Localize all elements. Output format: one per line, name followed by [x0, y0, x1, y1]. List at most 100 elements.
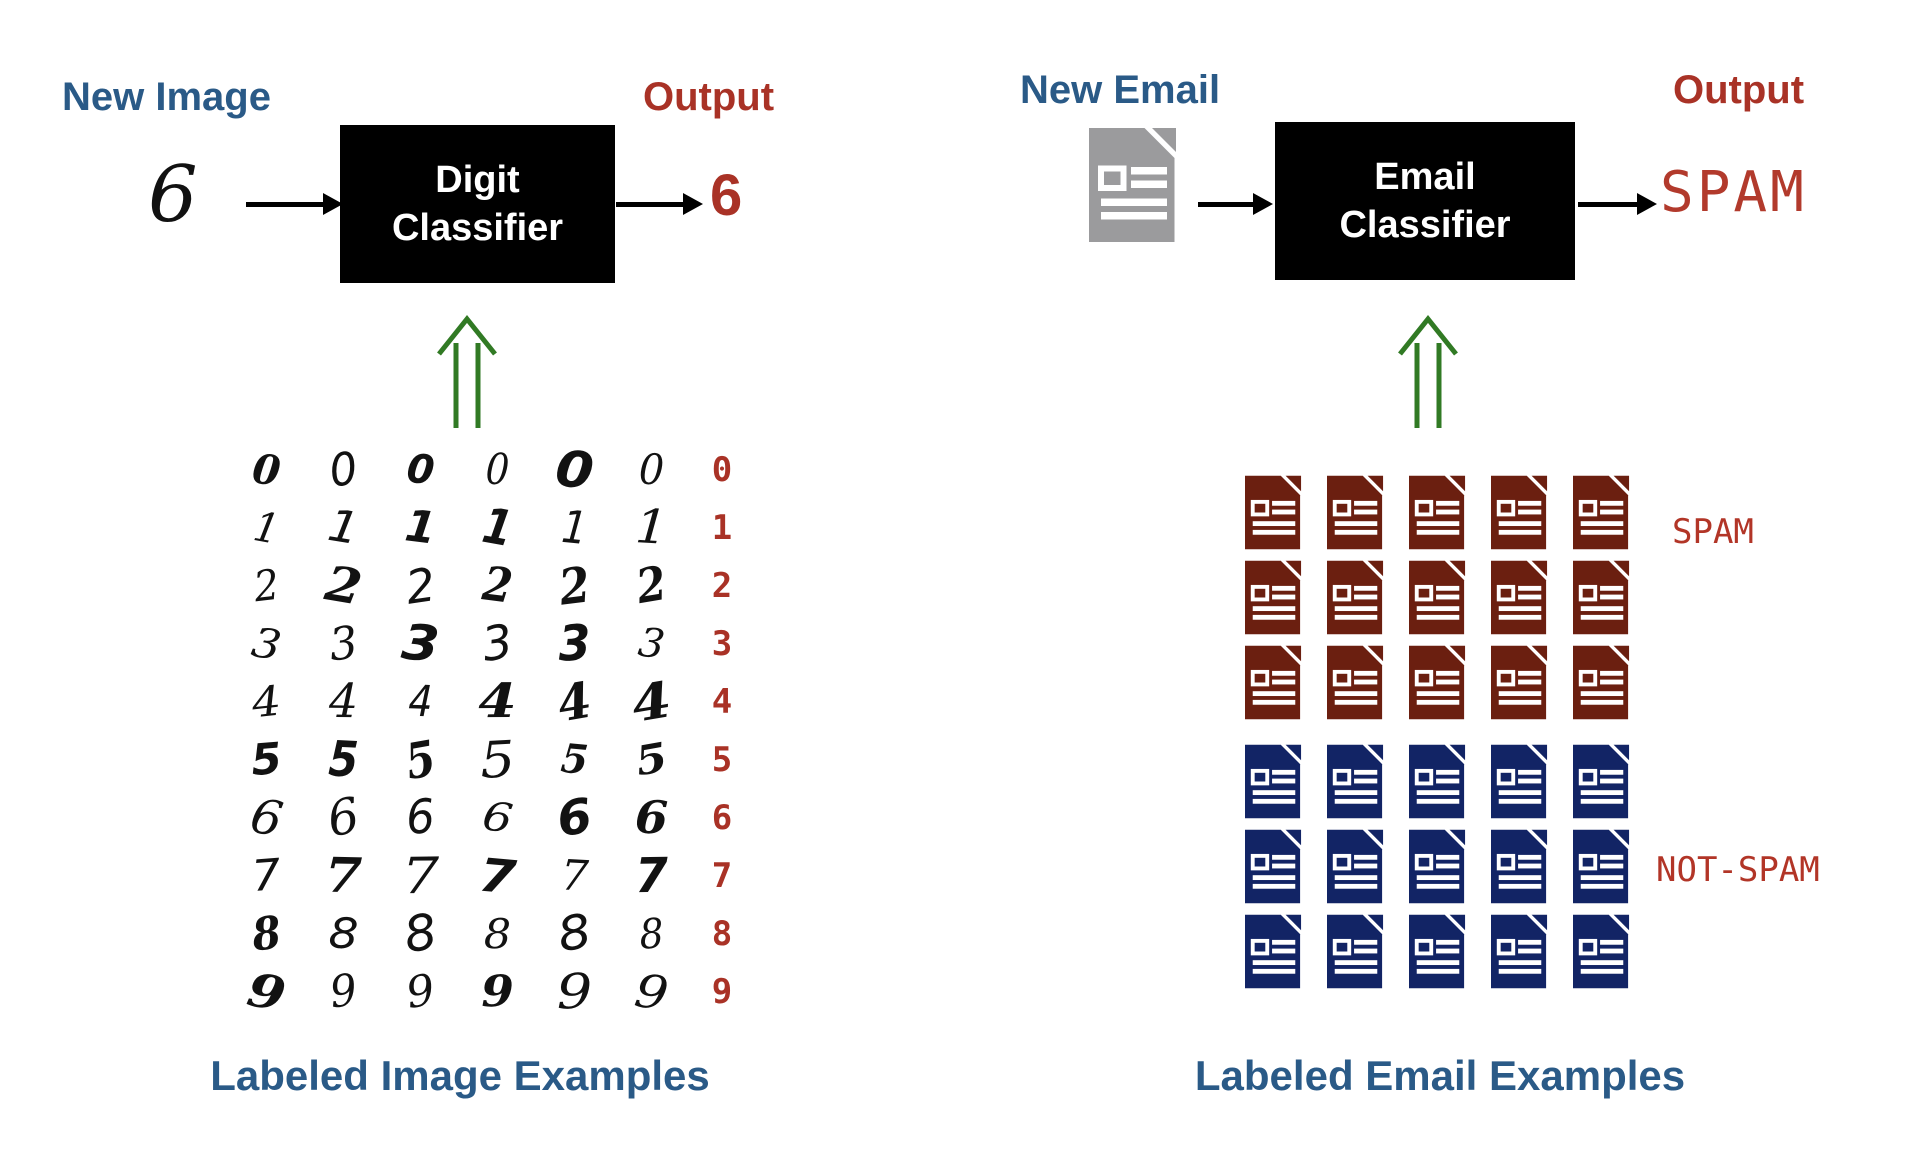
handwritten-digit-sample: 5: [327, 730, 360, 789]
document-icon: [1245, 475, 1302, 550]
handwritten-digit-sample: 1: [478, 496, 517, 559]
email-icon-row: [1245, 744, 1631, 819]
labeled-email-item: [1409, 645, 1467, 720]
handwritten-digit-sample: 6: [404, 789, 437, 847]
handwritten-digit-sample: 3: [557, 614, 592, 673]
new-email-label: New Email: [1020, 68, 1221, 112]
handwritten-digit-sample: 0: [552, 439, 597, 501]
handwritten-digit-sample: 0: [638, 444, 665, 495]
labeled-email-item: [1491, 744, 1549, 819]
not-spam-email-grid: [1245, 744, 1631, 989]
handwritten-digit-sample: 7: [250, 849, 283, 903]
document-icon: [1573, 829, 1630, 904]
document-icon: [1409, 560, 1466, 635]
handwritten-digit-sample: 8: [483, 909, 512, 959]
document-icon: [1573, 744, 1630, 819]
labeled-email-item: [1245, 914, 1303, 989]
handwritten-digit-sample: 3: [326, 615, 361, 672]
document-icon: [1245, 744, 1302, 819]
labeled-email-item: [1491, 645, 1549, 720]
handwritten-digit-sample: 0: [484, 444, 511, 496]
handwritten-digit-sample: 2: [479, 556, 516, 615]
not-spam-class-label: NOT-SPAM: [1656, 850, 1820, 890]
handwritten-digit-sample: 6: [634, 790, 669, 845]
labeled-email-item: [1573, 560, 1631, 635]
labeled-email-item: [1327, 645, 1385, 720]
handwritten-digit-sample: 6: [323, 786, 364, 849]
labeled-email-item: [1409, 914, 1467, 989]
digit-class-label: 0: [711, 450, 733, 490]
labeled-email-item: [1573, 475, 1631, 550]
handwritten-digit-sample: 4: [407, 676, 434, 728]
labeled-email-item: [1245, 744, 1303, 819]
labeled-email-item: [1491, 829, 1549, 904]
handwritten-digit-sample: 9: [402, 965, 439, 1019]
labeled-email-item: [1491, 475, 1549, 550]
labeled-email-item: [1409, 744, 1467, 819]
labeled-email-item: [1491, 914, 1549, 989]
digit-classifier-title-line2: Classifier: [391, 207, 564, 249]
handwritten-digit-sample: 4: [553, 670, 596, 734]
arrow-right-icon: [1198, 193, 1273, 215]
digit-classifier-box: Digit Classifier: [340, 125, 615, 283]
document-icon: [1327, 829, 1384, 904]
labeled-email-item: [1245, 829, 1303, 904]
email-classifier-title-line1: Email: [1374, 156, 1476, 198]
digit-class-label: 9: [711, 972, 733, 1012]
labeled-email-item: [1245, 645, 1303, 720]
document-icon: [1089, 128, 1176, 242]
handwritten-digit-sample: 6: [479, 793, 516, 843]
arrow-right-icon: [246, 193, 343, 215]
document-icon: [1409, 829, 1466, 904]
digit-class-label: 2: [711, 566, 733, 606]
arrow-right-icon: [616, 193, 703, 215]
handwritten-digit-sample: 8: [553, 903, 596, 964]
labeled-email-item: [1409, 560, 1467, 635]
email-icon-row: [1245, 829, 1631, 904]
document-icon: [1573, 475, 1630, 550]
spam-email-grid: [1245, 475, 1631, 720]
handwritten-digit-sample: 6: [245, 787, 287, 849]
document-icon: [1409, 744, 1466, 819]
handwritten-digit-sample: 8: [327, 908, 360, 959]
labeled-email-item: [1573, 744, 1631, 819]
document-icon: [1491, 645, 1548, 720]
digit-class-label: 1: [711, 508, 733, 548]
up-arrow-icon: [437, 314, 497, 428]
handwritten-digit-sample: 0: [404, 445, 437, 495]
document-icon: [1491, 560, 1548, 635]
handwritten-digit-sample: 5: [558, 734, 591, 785]
new-image-label: New Image: [62, 75, 271, 119]
labeled-email-item: [1327, 560, 1385, 635]
handwritten-digit-sample: 4: [249, 676, 284, 728]
labeled-email-item: [1491, 560, 1549, 635]
labeled-email-item: [1245, 475, 1303, 550]
caption-left: Labeled Image Examples: [210, 1052, 710, 1099]
digit-class-label: 7: [711, 856, 733, 896]
labeled-email-item: [1409, 829, 1467, 904]
handwritten-digit-sample: 8: [637, 909, 666, 959]
labeled-email-item: [1327, 914, 1385, 989]
document-icon: [1491, 914, 1548, 989]
output-value-digit: 6: [710, 163, 743, 228]
handwritten-digit-sample: 9: [631, 962, 672, 1022]
document-icon: [1573, 560, 1630, 635]
email-icon-row: [1245, 560, 1631, 635]
handwritten-digit-sample: 9: [243, 962, 290, 1022]
digit-class-label: 3: [711, 624, 733, 664]
document-icon: [1409, 645, 1466, 720]
email-icon-row: [1245, 914, 1631, 989]
handwritten-digit-sample: 7: [634, 847, 669, 905]
handwritten-digit-sample: 2: [402, 557, 439, 615]
handwritten-digit-sample: 4: [328, 673, 359, 730]
digit-class-label: 4: [711, 682, 733, 722]
handwritten-digit-sample: 4: [478, 673, 517, 730]
labeled-email-item: [1327, 475, 1385, 550]
